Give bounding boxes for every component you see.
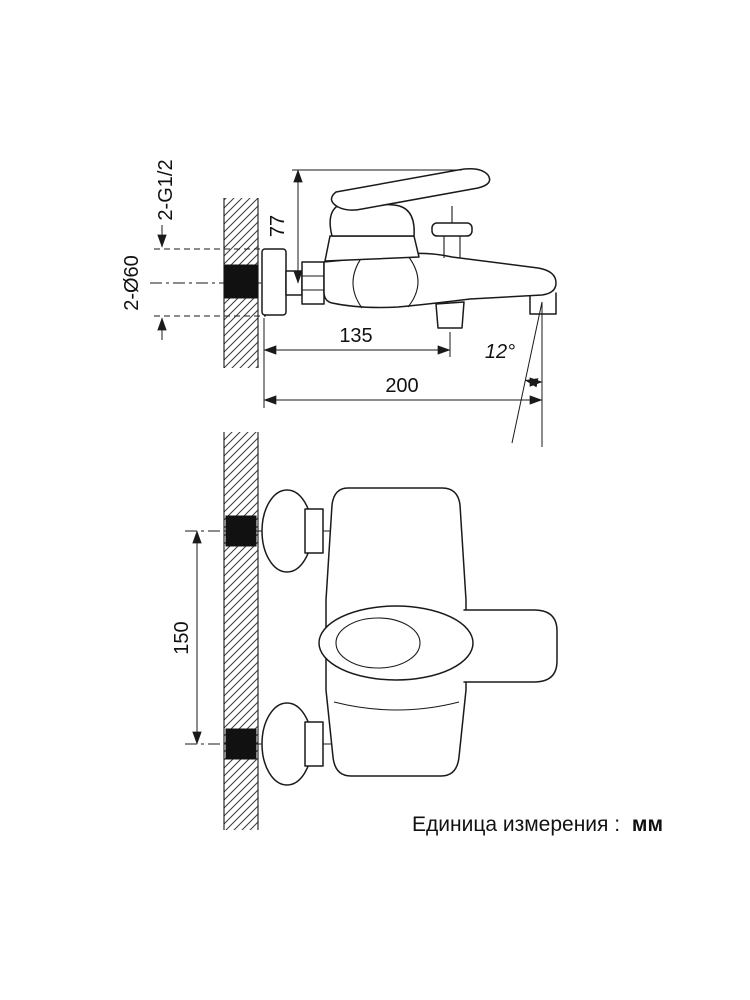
eccentric-pipe	[285, 270, 303, 296]
dim-150-label: 150	[171, 621, 193, 654]
dim-200-label: 200	[385, 375, 418, 397]
unit-note-label: Единица измерения :	[412, 813, 620, 836]
dim-thread-label: 2-G1/2	[155, 159, 177, 220]
dim-135-label: 135	[339, 325, 372, 347]
dim-d60-label: 2-Ø60	[121, 255, 143, 311]
diverter-knob	[431, 206, 473, 258]
wall-fitting	[223, 264, 259, 299]
union-lower	[304, 721, 324, 767]
side-view	[150, 168, 557, 368]
union-upper	[304, 508, 324, 554]
dim-angle-label: 12°	[485, 341, 515, 363]
aerator	[529, 292, 557, 315]
unit-note-value: мм	[632, 813, 663, 836]
cartridge-housing	[324, 235, 420, 262]
lever-handle-front	[318, 605, 474, 681]
dim-77-label: 77	[267, 215, 289, 237]
side-view-dimensions: 2-G1/2 77 2-Ø60 135 200 12°	[121, 159, 543, 447]
wall-fitting-lower	[225, 728, 257, 760]
spout-front	[463, 609, 558, 683]
wall-fitting-upper	[225, 515, 257, 547]
unit-note: Единица измерения : мм	[412, 813, 663, 836]
wall-section-bottom	[223, 432, 259, 830]
front-view-dimensions: 150	[171, 530, 202, 745]
front-view	[185, 432, 558, 830]
faucet-body-side	[323, 252, 557, 309]
connection-nut	[301, 261, 325, 305]
escutcheon-side	[261, 248, 287, 316]
lever-handle-inner-contour	[335, 617, 421, 669]
lever-handle-side	[330, 168, 491, 211]
shower-outlet	[435, 301, 465, 329]
spout-angle-annotation: 12°	[485, 301, 543, 447]
body-sphere-arc-left	[352, 256, 363, 309]
body-sphere-arc-right	[407, 255, 419, 308]
body-lower-contour	[333, 701, 460, 711]
svg-text:Единица измерения : мм: Единица измерения : мм	[412, 813, 663, 836]
